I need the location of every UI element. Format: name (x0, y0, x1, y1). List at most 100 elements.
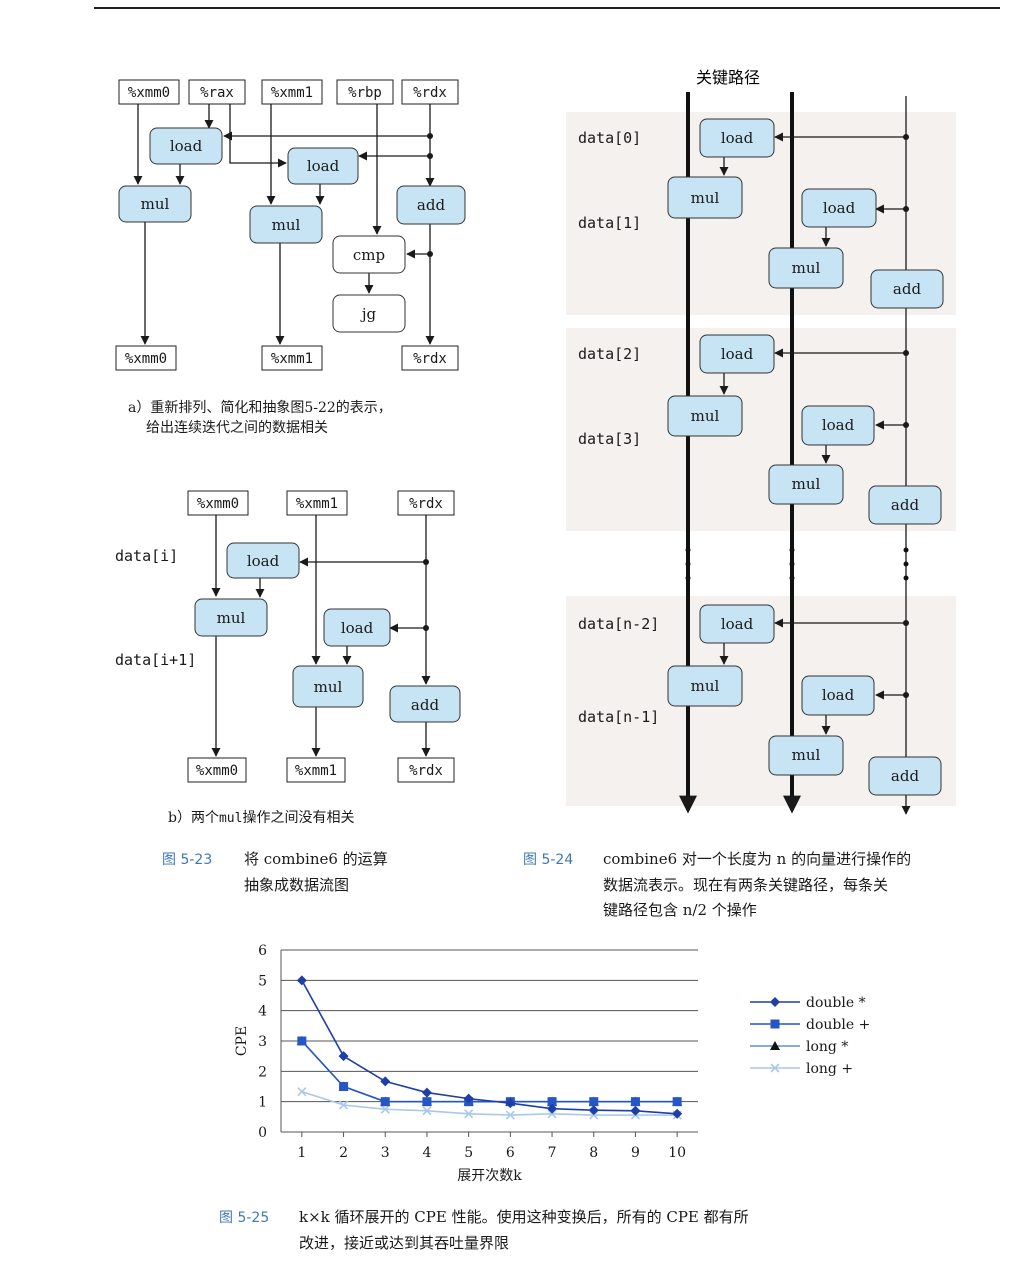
op-label: load (247, 552, 280, 570)
y-tick-label: 2 (258, 1064, 267, 1080)
op-label: add (891, 767, 920, 785)
op-label: add (417, 196, 446, 214)
legend-label: double * (806, 995, 866, 1011)
a-top-registers: %xmm0 %rax %xmm1 %rbp %rdx (118, 79, 459, 105)
x-tick-label: 7 (548, 1145, 557, 1161)
mul-op-box (194, 598, 268, 637)
caption-a: a）重新排列、简化和抽象图5-22的表示， 给出连续迭代之间的数据相关 (128, 398, 488, 438)
figure-text-line2: 数据流表示。现在有两条关键路径，每条关 (603, 876, 889, 894)
reg-label: %xmm1 (295, 763, 337, 779)
reg-box (115, 345, 177, 371)
data-point (338, 1051, 349, 1062)
reg-box (187, 490, 249, 516)
reg-label: %xmm1 (271, 85, 313, 101)
mul-op-box (768, 464, 844, 505)
mul-op-box (667, 665, 743, 707)
op-label: mul (141, 195, 170, 213)
row-label: data[i] (115, 547, 178, 565)
fig24-operations: load mul load mul add load mul load mul … (667, 118, 944, 796)
op-label: mul (792, 475, 821, 493)
op-label: mul (792, 259, 821, 277)
load-op-box (699, 334, 775, 374)
cmp-op-box (332, 235, 406, 274)
y-tick-label: 6 (258, 943, 267, 959)
reg-label: %xmm1 (271, 351, 313, 367)
figure-text-line2: 改进，接近或达到其吞吐量界限 (299, 1234, 510, 1252)
ellipsis-dots (685, 547, 909, 581)
data-point (505, 1110, 515, 1120)
data-point (547, 1097, 557, 1107)
reg-box (187, 757, 247, 783)
reg-label: %rdx (409, 496, 443, 512)
reg-box (401, 345, 459, 371)
op-label: add (891, 496, 920, 514)
data-point (380, 1097, 390, 1107)
add-op-box (870, 269, 944, 309)
op-label: load (823, 199, 856, 217)
reg-label: %rdx (413, 351, 447, 367)
op-label: add (893, 280, 922, 298)
data-point (672, 1097, 682, 1107)
add-op-box (868, 756, 942, 796)
data-point (380, 1104, 390, 1114)
top-rule (94, 7, 1000, 9)
data-point (296, 975, 307, 986)
load-op-box (287, 147, 359, 185)
op-label: mul (217, 609, 246, 627)
op-label: load (822, 416, 855, 434)
op-label: jg (360, 305, 377, 323)
reg-label: %xmm0 (196, 763, 238, 779)
reg-box (397, 490, 455, 516)
op-label: mul (691, 189, 720, 207)
a-operations: load load mul mul add cmp jg (118, 127, 466, 333)
op-label: mul (792, 746, 821, 764)
op-label: load (822, 686, 855, 704)
data-point (464, 1109, 474, 1119)
figure-text-line1: combine6 对一个长度为 n 的向量进行操作的 (603, 850, 912, 868)
row-label: data[1] (578, 214, 641, 232)
y-tick-label: 3 (258, 1034, 267, 1050)
add-op-box (396, 185, 466, 225)
mul-op-box (249, 205, 323, 244)
op-label: mul (691, 677, 720, 695)
x-tick-label: 8 (589, 1145, 598, 1161)
jg-op-box (332, 294, 406, 333)
mul-op-box (118, 185, 192, 223)
caption-b: b）两个mul操作之间没有相关 (168, 808, 354, 829)
figure-text-line2: 抽象成数据流图 (244, 876, 350, 894)
fig24-row-labels: data[0] data[1] data[2] data[3] data[n-2… (578, 129, 659, 726)
reg-box (286, 490, 348, 516)
x-tick-label: 2 (339, 1145, 348, 1161)
reg-label: %xmm0 (197, 496, 239, 512)
y-tick-label: 4 (258, 1004, 267, 1020)
figure-number: 图 5-24 (523, 852, 574, 868)
x-tick-label: 1 (297, 1145, 306, 1161)
data-point (463, 1093, 474, 1104)
data-point (547, 1103, 558, 1114)
caption-b-suffix: 操作之间没有相关 (242, 810, 355, 826)
x-tick-label: 6 (506, 1145, 515, 1161)
reg-box (261, 79, 323, 105)
mul-op-box (667, 176, 743, 219)
reg-box (397, 757, 455, 783)
legend-marker (770, 1019, 780, 1029)
data-point (547, 1109, 557, 1119)
data-point (297, 1036, 307, 1046)
row-label: data[0] (578, 129, 641, 147)
row-label: data[2] (578, 345, 641, 363)
y-axis-title: CPE (234, 1026, 250, 1056)
op-label: mul (314, 678, 343, 696)
data-point (339, 1082, 349, 1091)
op-label: cmp (353, 246, 385, 264)
op-label: load (721, 129, 754, 147)
x-axis-title: 展开次数k (457, 1168, 522, 1184)
reg-label: %rbp (348, 85, 382, 101)
reg-label: %rdx (413, 85, 447, 101)
y-tick-label: 5 (258, 973, 267, 989)
data-point (505, 1098, 516, 1109)
data-point (672, 1108, 683, 1119)
data-point (422, 1106, 432, 1116)
figure-text-line1: 将 combine6 的运算 (244, 850, 388, 868)
data-point (630, 1105, 641, 1116)
